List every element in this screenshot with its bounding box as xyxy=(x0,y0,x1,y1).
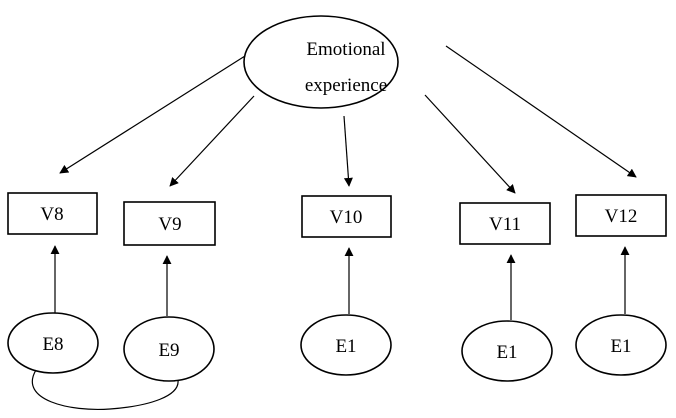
observed-label-v9: V9 xyxy=(158,214,181,235)
error-label-e10: E1 xyxy=(335,336,356,357)
error-ellipse-e8 xyxy=(7,312,99,374)
error-ellipse-e12 xyxy=(575,314,667,376)
loading-arrow-v10 xyxy=(343,115,353,187)
observed-label-v12: V12 xyxy=(605,206,638,227)
loading-arrow-v12 xyxy=(445,45,637,178)
observed-box-v9 xyxy=(123,201,216,246)
observed-label-v8: V8 xyxy=(40,204,63,225)
error-node-e11: E1 xyxy=(461,320,553,382)
loading-arrow-v11 xyxy=(424,94,516,194)
observed-box-v11 xyxy=(459,202,551,245)
observed-box-v8 xyxy=(7,192,98,235)
observed-label-v11: V11 xyxy=(489,214,521,235)
observed-box-v10 xyxy=(301,195,392,238)
error-node-e9: E9 xyxy=(123,316,215,382)
latent-ellipse xyxy=(243,15,399,109)
error-ellipse-e11 xyxy=(461,320,553,382)
observed-box-v12 xyxy=(575,194,667,237)
loading-arrow-v9 xyxy=(169,95,255,187)
error-label-e8: E8 xyxy=(42,334,63,355)
error-ellipse-e9 xyxy=(123,316,215,382)
observed-label-v10: V10 xyxy=(330,207,363,228)
latent-node-emotional-experience: Emotional experience xyxy=(243,15,399,109)
latent-label-line1: Emotional xyxy=(306,39,385,60)
error-node-e10: E1 xyxy=(300,314,392,376)
error-label-e11: E1 xyxy=(496,342,517,363)
latent-label-line2: experience xyxy=(305,75,387,96)
error-label-e12: E1 xyxy=(610,336,631,357)
loading-arrow-v8 xyxy=(59,55,246,174)
error-node-e8: E8 xyxy=(7,312,99,374)
observed-node-v9: V9 xyxy=(123,201,216,246)
error-ellipse-e10 xyxy=(300,314,392,376)
observed-node-v12: V12 xyxy=(575,194,667,237)
error-label-e9: E9 xyxy=(158,340,179,361)
observed-node-v8: V8 xyxy=(7,192,98,235)
observed-node-v11: V11 xyxy=(459,202,551,245)
error-covariance-curve-e8-e9 xyxy=(31,369,179,411)
observed-node-v10: V10 xyxy=(301,195,392,238)
error-node-e12: E1 xyxy=(575,314,667,376)
